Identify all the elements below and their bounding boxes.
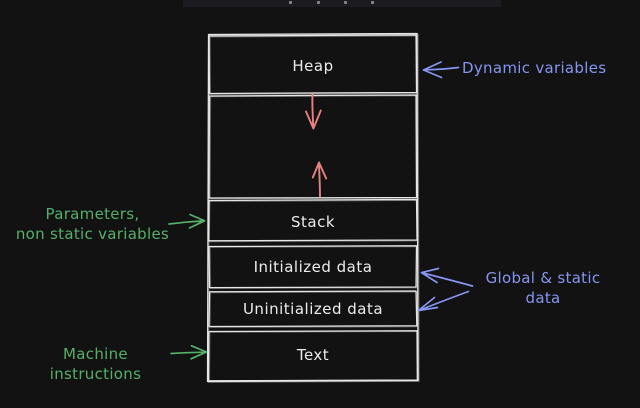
growth-gap-section-border [208, 94, 418, 199]
cut-off-title-strip [183, 0, 501, 7]
text-section-border [207, 330, 418, 382]
text-remnant-dot [371, 1, 374, 4]
parameters-annotation-line1: Parameters, [45, 205, 140, 223]
parameters-annotation: Parameters, non static variables [15, 204, 170, 244]
heap-section-border [208, 34, 418, 95]
initialized-data-section-label: Initialized data [253, 258, 373, 276]
stack-section-border [207, 198, 418, 242]
global-static-annotation: Global & static data [468, 268, 618, 308]
heap-section-border-sketch [209, 35, 419, 95]
parameters-arrow-icon [168, 213, 206, 229]
dynamic-variables-annotation: Dynamic variables [462, 59, 607, 77]
outer-box-border-sketch [207, 33, 420, 383]
annotation-arrows [168, 61, 474, 360]
text-remnant-dot [317, 1, 320, 4]
global-static-annotation-line2: data [525, 289, 561, 307]
stack-grows-up-arrow-icon [311, 161, 328, 198]
heap-section-label: Heap [292, 57, 334, 75]
memory-box-outline [206, 32, 420, 383]
uninitialized-data-section-label: Uninitialized data [242, 300, 384, 318]
growth-gap-section-border-sketch [209, 94, 419, 200]
stack-section-label: Stack [290, 213, 336, 231]
text-section-label: Text [296, 346, 330, 364]
text-section-border-sketch [208, 330, 419, 383]
heap-stack-growth-arrows [305, 93, 328, 198]
outer-box-border [206, 32, 419, 383]
global-static-arrow-top-icon [420, 267, 474, 287]
text-remnant-dot [344, 1, 347, 4]
uninitialized-data-section-border [208, 290, 418, 328]
stack-section-border-sketch [208, 199, 419, 243]
heap-grows-down-arrow-icon [305, 93, 322, 130]
machine-instructions-annotation: Machine instructions [49, 345, 142, 383]
uninitialized-data-section-border-sketch [209, 291, 419, 328]
parameters-annotation-line2: non static variables [15, 225, 170, 243]
machine-instructions-arrow-icon [170, 344, 208, 360]
global-static-arrow-bottom-icon [417, 290, 470, 312]
global-static-annotation-line1: Global & static [485, 269, 601, 287]
dynamic-variables-arrow-icon [422, 61, 460, 79]
initialized-data-section-border [208, 245, 418, 289]
initialized-data-section-border-sketch [209, 245, 419, 289]
text-remnant-dot [289, 1, 292, 4]
